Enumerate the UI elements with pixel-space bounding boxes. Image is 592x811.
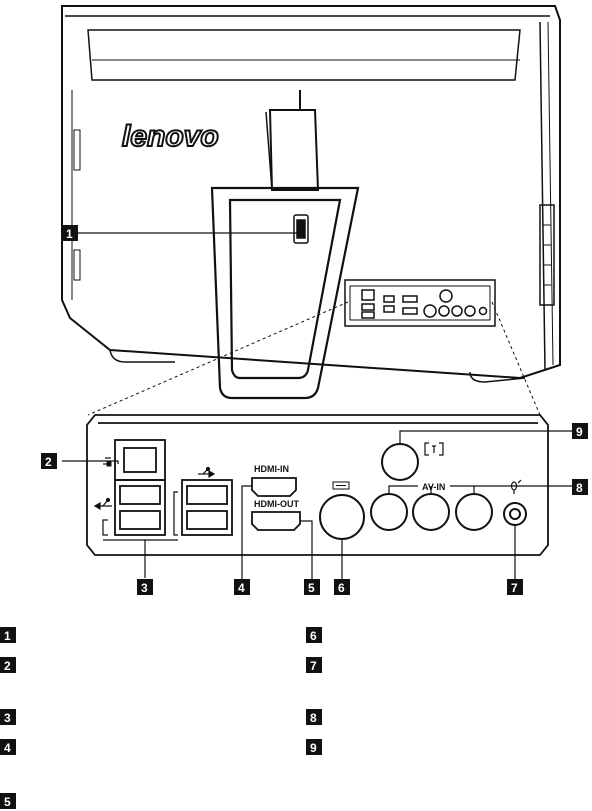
- stand-hinge: [265, 90, 320, 191]
- callout-1: 1: [62, 225, 78, 241]
- hdmi-out-label: HDMI-OUT: [254, 499, 299, 509]
- svg-text:8: 8: [576, 481, 583, 495]
- microphone-icon: [510, 479, 522, 494]
- svg-text:6: 6: [310, 629, 317, 643]
- callout-7: 7: [507, 579, 523, 595]
- svg-text:1: 1: [66, 227, 73, 241]
- zoom-guide-lines: [87, 301, 541, 416]
- svg-text:2: 2: [4, 659, 11, 673]
- svg-text:3: 3: [141, 581, 148, 595]
- svg-text:8: 8: [310, 711, 317, 725]
- av-in-label: AV-IN: [422, 482, 445, 492]
- svg-text:1: 1: [4, 629, 11, 643]
- svg-text:4: 4: [4, 741, 11, 755]
- logo-text: lenovo: [122, 120, 219, 153]
- callout-6: 6: [334, 579, 350, 595]
- svg-text:9: 9: [310, 741, 317, 755]
- tv-antenna-port: [381, 443, 419, 481]
- legend-item-5: 5: [0, 793, 16, 809]
- hdmi-in-label: HDMI-IN: [254, 464, 289, 474]
- lenovo-logo: lenovo: [121, 119, 220, 154]
- callout-4: 4: [234, 579, 250, 595]
- legend-item-1: 1: [0, 627, 16, 643]
- leader-lines: [62, 232, 572, 579]
- callout-2: 2: [41, 453, 57, 469]
- callout-8: 8: [572, 479, 588, 495]
- hdmi-out-port: [251, 511, 301, 531]
- usb-ports-right: [181, 479, 233, 536]
- usb-bracket: [102, 491, 178, 578]
- svg-text:7: 7: [511, 581, 518, 595]
- av-in-ports: [370, 493, 493, 531]
- svg-text:5: 5: [4, 795, 11, 809]
- legend-item-2: 2: [0, 657, 16, 673]
- callout-5: 5: [304, 579, 320, 595]
- callout-9: 9: [572, 423, 588, 439]
- legend-item-3: 3: [0, 709, 16, 725]
- av-in-bracket: [388, 485, 572, 494]
- svg-text:9: 9: [576, 425, 583, 439]
- usb-icon-right: [198, 466, 216, 479]
- legend-item-6: 6: [306, 627, 322, 643]
- svg-text:7: 7: [310, 659, 317, 673]
- io-panel-enlarged: [86, 414, 549, 556]
- rear-io-panel: [344, 279, 496, 327]
- hdmi-in-port: [251, 477, 297, 497]
- power-connector-icon: [293, 214, 309, 244]
- plug-icon: [103, 457, 112, 467]
- legend-item-4: 4: [0, 739, 16, 755]
- callout-3: 3: [137, 579, 153, 595]
- legend-item-7: 7: [306, 657, 322, 673]
- microphone-jack: [503, 502, 527, 526]
- legend-item-9: 9: [306, 739, 322, 755]
- svg-text:3: 3: [4, 711, 11, 725]
- stand: [210, 186, 360, 400]
- computer-rear-view: [61, 5, 561, 383]
- usb-ports-left: [114, 479, 166, 536]
- power-jack-port: [114, 439, 166, 481]
- svg-text:5: 5: [308, 581, 315, 595]
- legend-item-8: 8: [306, 709, 322, 725]
- svg-text:4: 4: [238, 581, 245, 595]
- svg-text:2: 2: [45, 455, 52, 469]
- usb-icon: [93, 497, 112, 511]
- tv-antenna-icon: [424, 442, 444, 456]
- keyboard-icon: [332, 481, 350, 490]
- ps2-port: [319, 494, 365, 540]
- svg-text:6: 6: [338, 581, 345, 595]
